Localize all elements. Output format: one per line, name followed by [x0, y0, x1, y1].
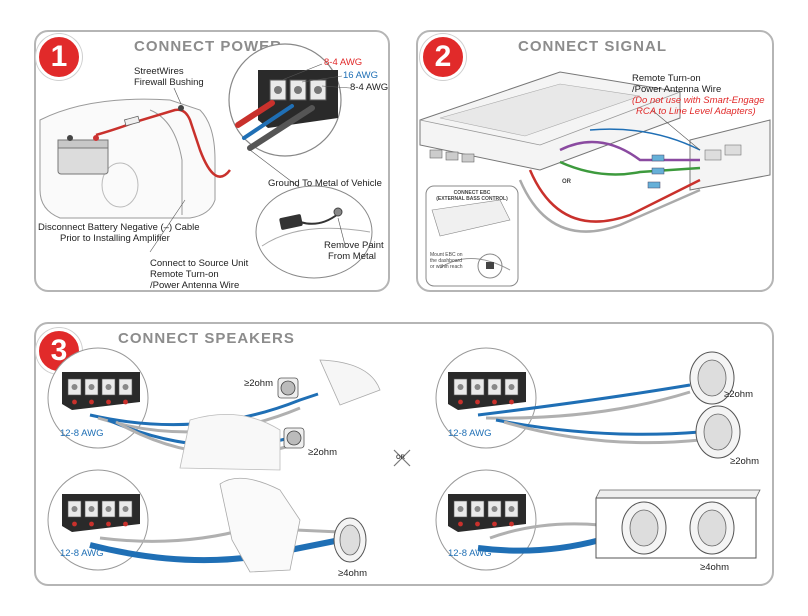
tl-speaker-bottom	[283, 427, 305, 449]
label-bl-ohm: ≥4ohm	[338, 568, 367, 579]
label-remove-paint-line1: Remove Paint	[324, 240, 384, 251]
panel-title-connect-power: CONNECT POWER	[134, 38, 282, 55]
bl-subwoofer	[333, 517, 367, 563]
label-ebc-title-line2: (EXTERNAL BASS CONTROL)	[436, 196, 508, 202]
ground-terminal	[279, 214, 303, 230]
label-warning-line2: RCA to Line Level Adapters)	[636, 106, 756, 117]
label-ebc-title-line1: CONNECT EBC	[453, 190, 491, 196]
label-warning-line1: (Do not use with Smart-Engage	[632, 95, 765, 106]
label-8-4-awg-ground: 8-4 AWG	[350, 82, 389, 93]
label-source-unit-line2: Remote Turn-on	[150, 269, 219, 280]
label-tr-awg: 12-8 AWG	[448, 428, 492, 439]
label-speakers-or: OR	[396, 455, 405, 461]
label-ebc-mount-line2: the dashboard	[430, 258, 462, 264]
door-panel-lower	[179, 414, 281, 471]
label-battery-line2: Prior to Installing Amplifier	[60, 233, 170, 244]
label-tr-ohm-bottom: ≥2ohm	[730, 456, 759, 467]
label-tl-awg: 12-8 AWG	[60, 428, 104, 439]
label-tl-ohm-top: ≥2ohm	[244, 378, 273, 389]
step-badge-1: 1	[36, 34, 82, 80]
label-ebc-mount-line1: Mount EBC on	[430, 252, 463, 258]
battery-icon	[57, 135, 109, 175]
label-firewall-bushing-line2: Firewall Bushing	[134, 77, 204, 88]
power-terminal-block	[258, 70, 338, 128]
label-source-unit-line1: Connect to Source Unit	[150, 258, 249, 269]
label-remote-turn-on-line2: /Power Antenna Wire	[632, 84, 722, 95]
br-sub-box	[595, 489, 761, 559]
wheel-well	[101, 162, 139, 208]
step-badge-2: 2	[420, 34, 466, 80]
ebc-knob	[486, 262, 494, 269]
tl-speaker-top	[277, 377, 299, 399]
label-8-4-awg-power: 8-4 AWG	[324, 57, 363, 68]
label-tl-ohm-bottom: ≥2ohm	[308, 447, 337, 458]
firewall-bushing	[178, 105, 184, 111]
label-br-awg: 12-8 AWG	[448, 548, 492, 559]
door-panel	[319, 359, 381, 406]
label-remove-paint-line2: From Metal	[328, 251, 377, 262]
or-divider	[393, 449, 411, 467]
ebc-inset	[425, 185, 519, 287]
steering-wheel	[477, 253, 503, 279]
fuse-holder	[123, 115, 141, 127]
label-battery-line1: Disconnect Battery Negative (–) Cable	[38, 222, 200, 233]
label-br-ohm: ≥4ohm	[700, 562, 729, 573]
label-16-awg: 16 AWG	[343, 70, 379, 81]
sub-enclosure	[219, 477, 301, 573]
label-source-unit-line3: /Power Antenna Wire	[150, 280, 240, 291]
label-remote-turn-on-line1: Remote Turn-on	[632, 73, 701, 84]
amplifier-icon	[419, 71, 681, 171]
label-bl-awg: 12-8 AWG	[60, 548, 104, 559]
ground-zoom-circle	[255, 185, 373, 279]
ground-screw	[333, 207, 343, 217]
label-ground-to-metal: Ground To Metal of Vehicle	[268, 178, 382, 189]
tr-speaker-bottom	[695, 405, 741, 459]
label-ebc-mount-line3: or within reach	[430, 264, 463, 270]
label-firewall-bushing-line1: StreetWires	[134, 66, 184, 77]
panel-title-connect-signal: CONNECT SIGNAL	[518, 38, 667, 55]
label-tr-ohm-top: ≥2ohm	[724, 389, 753, 400]
panel-title-connect-speakers: CONNECT SPEAKERS	[118, 330, 295, 347]
label-signal-or: OR	[562, 179, 571, 185]
head-unit-icon	[689, 119, 771, 191]
tr-speaker-top	[689, 351, 735, 405]
